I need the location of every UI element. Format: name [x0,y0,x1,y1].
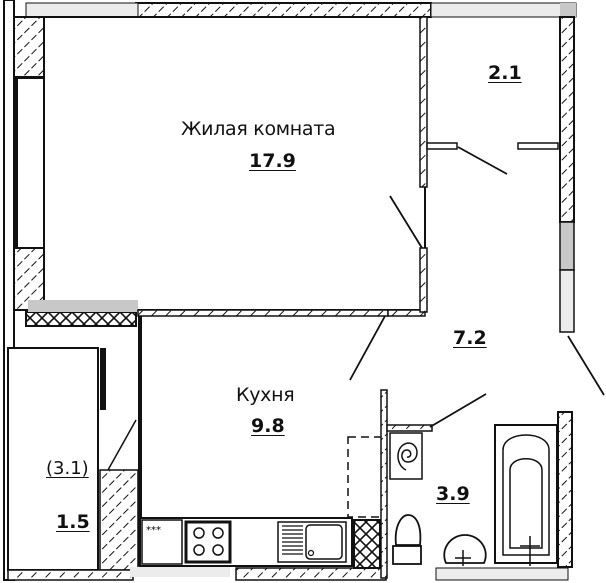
room-area-bathroom: 3.9 [436,483,470,505]
room-area-kitchen: 9.8 [251,415,285,437]
room-area-closet: 2.1 [488,62,522,84]
room-area-hallway: 7.2 [453,327,487,349]
room-area-balcony: 1.5 [56,511,90,533]
room-area-balcony-total: (3.1) [46,458,89,479]
top-wall [25,2,577,18]
room-name-kitchen: Кухня [236,384,295,406]
bathroom [380,389,573,581]
room-area-living: 17.9 [249,150,296,172]
svg-text:***: *** [146,525,161,536]
kitchen [138,316,142,566]
living-room [43,16,426,311]
room-name-living: Жилая комната [181,118,336,140]
kitchen-counter: *** [130,517,387,581]
balcony [7,347,139,581]
